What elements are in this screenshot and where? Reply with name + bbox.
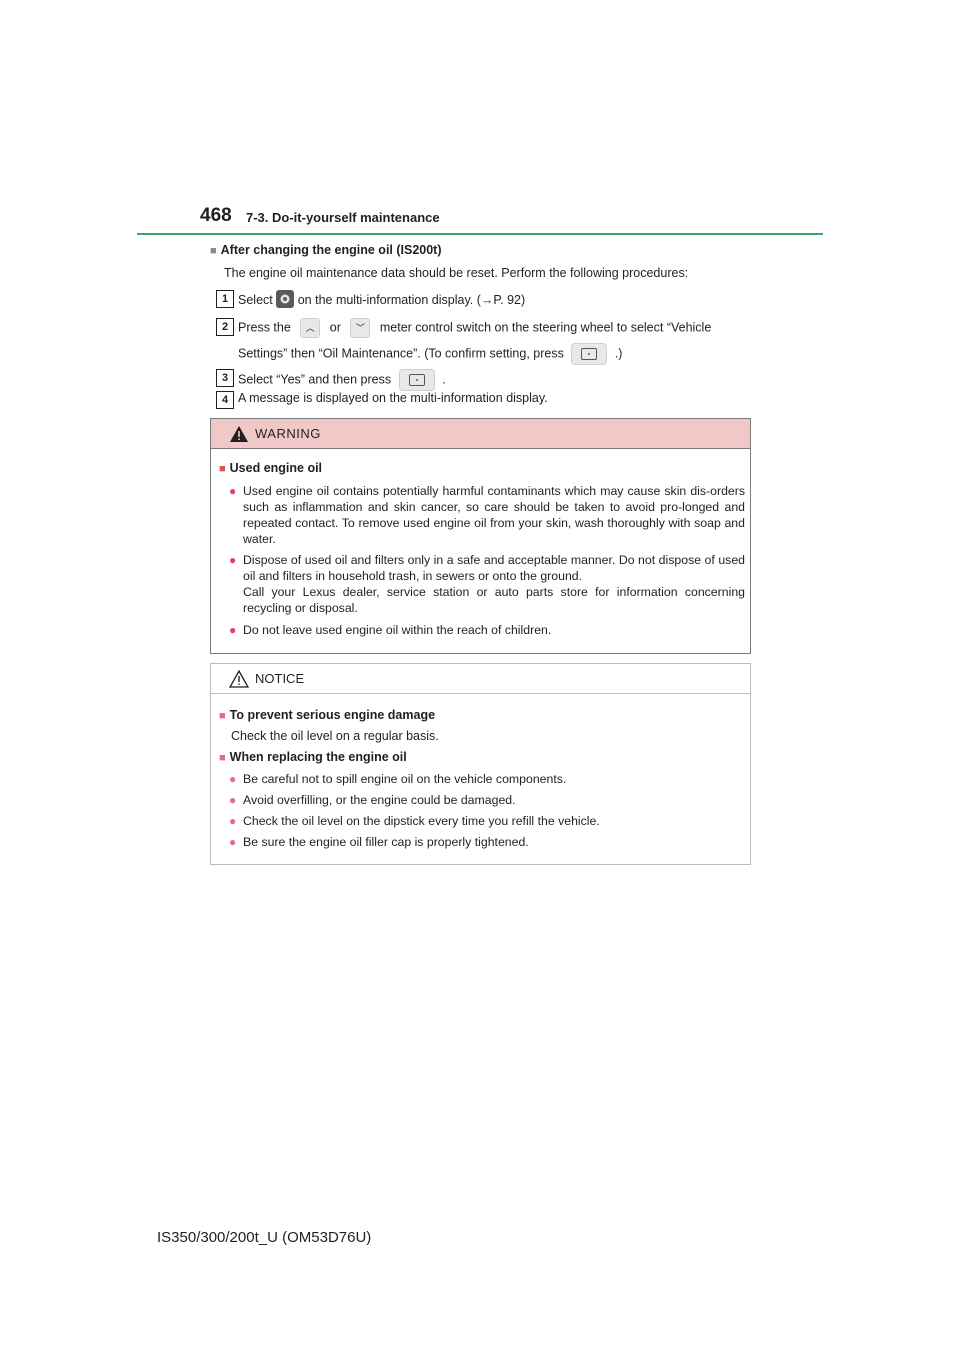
notice-triangle-icon <box>228 669 250 693</box>
warning-header: WARNING <box>211 419 750 449</box>
step-text: . <box>442 372 446 387</box>
warning-bullet: ●Do not leave used engine oil within the… <box>229 623 552 637</box>
page-header: 468 7-3. Do-it-yourself maintenance <box>200 205 822 235</box>
notice-bullet: ●Be careful not to spill engine oil on t… <box>229 772 567 786</box>
notice-subheading: ■When replacing the engine oil <box>219 750 407 764</box>
step-text: A message is displayed on the multi-info… <box>238 391 548 405</box>
notice-bullet: ●Check the oil level on the dipstick eve… <box>229 814 600 828</box>
step-2-continued: Settings” then “Oil Maintenance”. (To co… <box>210 343 750 365</box>
step-text: Press the <box>238 320 291 335</box>
notice-subheading: ■To prevent serious engine damage <box>219 708 436 722</box>
notice-text: Check the oil level on a regular basis. <box>231 729 439 743</box>
step-text: on the multi-information display. (→P. 9… <box>297 292 526 307</box>
warning-bullet: ●Used engine oil contains potentially ha… <box>229 484 745 546</box>
step-4: 4 A message is displayed on the multi-in… <box>210 391 750 411</box>
step-text: .) <box>614 346 623 361</box>
down-arrow-icon: ﹀ <box>350 318 371 338</box>
procedure-intro: The engine oil maintenance data should b… <box>224 266 689 280</box>
page-footer: IS350/300/200t_U (OM53D76U) <box>157 1229 372 1246</box>
header-rule <box>137 233 823 235</box>
settings-gear-icon <box>276 290 295 311</box>
step-text: Select “Yes” and then press <box>238 372 392 387</box>
step-2: 2 Press the ︿ or ﹀ meter control switch … <box>210 318 750 338</box>
step-text: or <box>329 320 341 335</box>
warning-box: WARNING ■Used engine oil ●Used engine oi… <box>210 418 751 654</box>
page-number: 468 <box>200 205 232 226</box>
notice-header: NOTICE <box>211 664 750 694</box>
square-bullet-icon: ■ <box>210 245 217 257</box>
enter-button-icon <box>571 343 608 365</box>
step-number: 1 <box>216 290 234 308</box>
step-text: meter control switch on the steering whe… <box>379 320 712 335</box>
up-arrow-icon: ︿ <box>300 318 321 338</box>
warning-bullet: ●Dispose of used oil and filters only in… <box>229 553 745 615</box>
procedure-heading: ■After changing the engine oil (IS200t) <box>210 243 442 257</box>
step-number: 3 <box>216 369 234 387</box>
section-title: 7-3. Do-it-yourself maintenance <box>246 210 440 225</box>
notice-bullet: ●Be sure the engine oil filler cap is pr… <box>229 835 529 849</box>
step-number: 4 <box>216 391 234 409</box>
step-text: Settings” then “Oil Maintenance”. (To co… <box>238 346 564 361</box>
notice-title: NOTICE <box>255 671 305 686</box>
step-text: Select <box>238 292 273 307</box>
enter-button-icon <box>398 369 435 391</box>
notice-box: NOTICE ■To prevent serious engine damage… <box>210 663 751 865</box>
warning-subheading: ■Used engine oil <box>219 461 323 475</box>
warning-triangle-icon <box>229 425 249 448</box>
step-1: 1 Select on the multi-information displa… <box>210 290 750 310</box>
step-3: 3 Select “Yes” and then press . <box>210 369 750 391</box>
step-number: 2 <box>216 318 234 336</box>
warning-title: WARNING <box>255 426 321 441</box>
notice-bullet: ●Avoid overfilling, or the engine could … <box>229 793 516 807</box>
